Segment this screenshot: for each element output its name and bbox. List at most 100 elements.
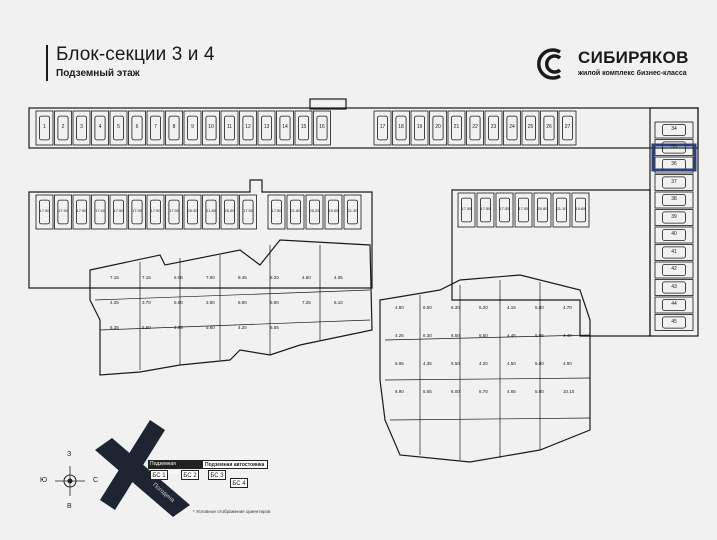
parking-slot bbox=[313, 110, 331, 146]
parking-slot-label: 40 bbox=[671, 231, 677, 237]
legend-parking-light: Подземная автостоянка bbox=[202, 460, 268, 469]
parking-slot-label: 21 bbox=[453, 124, 460, 130]
car-icon bbox=[413, 115, 425, 141]
car-icon bbox=[131, 199, 143, 225]
compass-south: В bbox=[67, 503, 72, 510]
room-area-label: 4.50 bbox=[507, 361, 516, 366]
car-icon bbox=[543, 115, 555, 141]
car-icon bbox=[223, 199, 235, 225]
car-icon bbox=[662, 316, 686, 329]
page-subtitle: Подземный этаж bbox=[56, 68, 140, 79]
parking-slot bbox=[392, 110, 410, 146]
parking-slot-label: 41 bbox=[671, 248, 677, 255]
room-area-label: 8.45 bbox=[238, 275, 247, 280]
room-area-label: 6.90 bbox=[238, 300, 247, 305]
parking-slot bbox=[654, 261, 694, 279]
parking-slot-label: 20.25 bbox=[309, 208, 320, 213]
parking-slot-label: 8 bbox=[172, 124, 176, 130]
car-icon bbox=[460, 197, 472, 223]
brand-logo-icon bbox=[537, 48, 562, 80]
parking-slot-label: 6 bbox=[135, 124, 139, 130]
parking-slot-label: 17.55 bbox=[518, 206, 529, 211]
car-icon bbox=[113, 199, 125, 225]
room-area-label: 6.30 bbox=[451, 305, 460, 310]
room-area-label: 6.55 bbox=[270, 325, 279, 330]
car-icon bbox=[223, 115, 235, 141]
parking-slot-label: 20.80 bbox=[537, 206, 548, 211]
room-area-label: 5.20 bbox=[479, 305, 488, 310]
parking-slot-label: 35 bbox=[671, 143, 677, 150]
room-area-label: 4.20 bbox=[238, 325, 247, 330]
parking-slot-label: 22 bbox=[472, 124, 478, 130]
car-icon bbox=[308, 199, 320, 225]
car-icon bbox=[168, 115, 180, 141]
car-icon bbox=[498, 197, 510, 223]
room-area-label: 6.30 bbox=[423, 333, 432, 338]
parking-slot-label: 12 bbox=[245, 124, 251, 130]
compass-icon bbox=[55, 466, 85, 496]
car-icon bbox=[205, 199, 217, 225]
parking-slot-label: 19.65 bbox=[575, 206, 586, 211]
parking-slot bbox=[35, 194, 54, 230]
brand-name: СИБИРЯКОВ bbox=[578, 48, 689, 67]
car-icon bbox=[186, 199, 198, 225]
parking-slot-label: 4 bbox=[98, 124, 102, 130]
parking-slot-label: 17.90 bbox=[76, 208, 87, 213]
room-area-label: 6.00 bbox=[451, 389, 460, 394]
parking-slot bbox=[109, 194, 128, 230]
car-icon bbox=[270, 199, 282, 225]
parking-slot bbox=[257, 110, 276, 146]
car-icon bbox=[662, 124, 686, 137]
room-area-label: 6.35 bbox=[110, 325, 119, 330]
parking-slot bbox=[521, 110, 540, 146]
car-icon bbox=[205, 115, 217, 141]
parking-slot-label: 44 bbox=[671, 301, 677, 307]
room-area-label: 5.00 bbox=[535, 389, 544, 394]
parking-slot-label: 18 bbox=[398, 124, 404, 130]
car-icon bbox=[562, 115, 574, 141]
car-icon bbox=[506, 115, 518, 141]
car-icon bbox=[149, 115, 161, 141]
car-icon bbox=[186, 115, 198, 141]
parking-slot bbox=[476, 192, 495, 228]
parking-slot bbox=[484, 110, 503, 146]
parking-slot bbox=[495, 192, 514, 228]
parking-slot bbox=[654, 296, 694, 314]
parking-slot bbox=[202, 110, 220, 146]
parking-slot bbox=[128, 110, 146, 146]
compass-west: Ю bbox=[40, 477, 48, 484]
parking-slot bbox=[540, 110, 558, 146]
parking-slot bbox=[654, 226, 694, 244]
parking-slot-label: 21.80 bbox=[205, 208, 216, 213]
parking-slot-label: 17.90 bbox=[131, 208, 142, 213]
parking-slot bbox=[183, 194, 202, 230]
parking-slot-label: 14 bbox=[282, 124, 288, 130]
parking-slot-label: 19.05 bbox=[328, 208, 339, 213]
room-area-label: 5.50 bbox=[451, 333, 460, 338]
room-area-label: 6.50 bbox=[142, 325, 151, 330]
parking-slot bbox=[54, 194, 72, 230]
parking-slot bbox=[109, 110, 128, 146]
parking-slot-label: 36 bbox=[671, 161, 677, 167]
car-icon bbox=[39, 199, 51, 225]
street-map bbox=[95, 420, 190, 517]
parking-slot bbox=[294, 110, 313, 146]
room-area-label: 7.15 bbox=[110, 275, 119, 280]
compass-north: З bbox=[67, 451, 72, 458]
parking-slot bbox=[128, 194, 146, 230]
parking-slot-label: 10 bbox=[208, 124, 214, 130]
parking-slot bbox=[654, 244, 694, 261]
car-icon bbox=[662, 263, 686, 276]
room-area-label: 4.40 bbox=[563, 333, 572, 338]
parking-slot bbox=[220, 194, 239, 230]
car-icon bbox=[113, 115, 125, 141]
car-icon bbox=[487, 115, 499, 141]
parking-slot bbox=[466, 110, 484, 146]
room-area-label: 6.90 bbox=[395, 389, 404, 394]
parking-slot-label: 34 bbox=[671, 126, 677, 132]
parking-slot-label: 23 bbox=[490, 124, 497, 130]
parking-slot-label: 21.30 bbox=[347, 208, 358, 213]
parking-slot bbox=[654, 174, 694, 191]
parking-slot bbox=[654, 279, 694, 296]
car-icon bbox=[662, 176, 686, 189]
